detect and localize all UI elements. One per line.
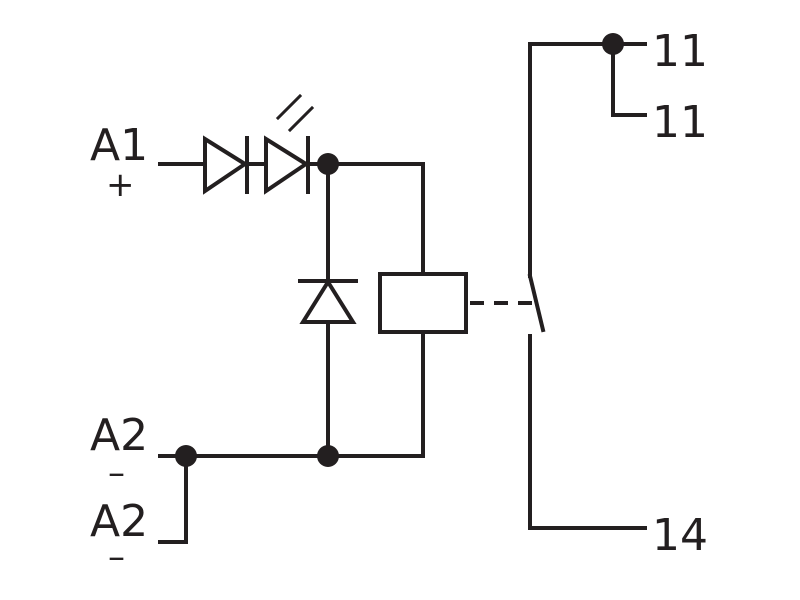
terminal-14-label: 14 bbox=[652, 510, 708, 561]
terminal-11-top-label: 11 bbox=[652, 26, 708, 77]
junction-dot-a2-right bbox=[317, 445, 339, 467]
terminal-a2-top-label: A2 bbox=[90, 410, 148, 461]
terminal-a1-sign: + bbox=[106, 165, 135, 205]
terminal-a2-bottom-sign: – bbox=[108, 537, 125, 577]
led-light-arrows-icon bbox=[275, 93, 315, 133]
diode-1 bbox=[203, 135, 249, 195]
led-diode bbox=[264, 135, 310, 195]
terminal-a1-label: A1 bbox=[90, 120, 148, 171]
relay-coil bbox=[378, 272, 468, 334]
junction-dot-11 bbox=[602, 33, 624, 55]
terminal-a2-top-sign: – bbox=[108, 453, 125, 493]
freewheel-diode bbox=[298, 278, 358, 324]
junction-dot-a2-left bbox=[175, 445, 197, 467]
switch-contact-blade bbox=[527, 273, 546, 333]
terminal-11-bottom-label: 11 bbox=[652, 97, 708, 148]
terminal-a2-bottom-label: A2 bbox=[90, 496, 148, 547]
junction-dot-a1 bbox=[317, 153, 339, 175]
